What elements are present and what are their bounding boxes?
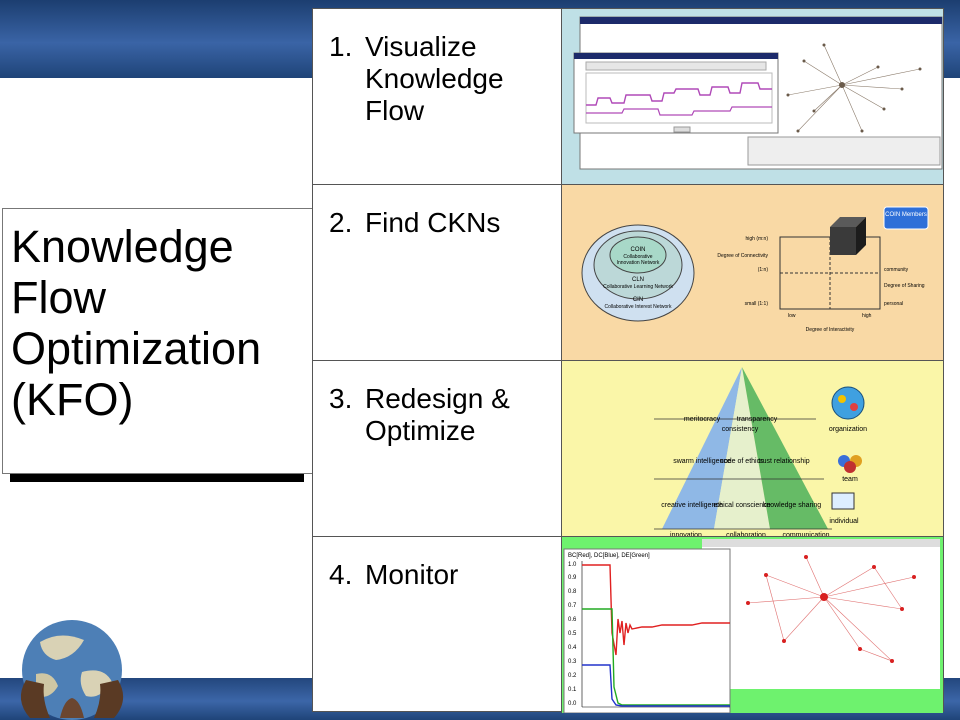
step-row-redesign: 3. Redesign & Optimize meritocracy trans… [313,361,943,537]
y-tick-label: 0.9 [568,575,577,581]
tick-label: low [788,313,796,319]
globe-hands-logo [20,620,124,720]
callout-text: COIN Members [885,212,927,218]
pyramid-base-label: collaboration [726,532,766,536]
step-number: 1. [329,31,353,62]
ckn-ellipse-label: Collaborative Interest Network [605,304,672,310]
coin-members-callout [883,206,929,230]
coin-cube [830,217,866,227]
bc-series-line [582,564,730,656]
axis-label: Degree of Sharing [884,283,925,289]
step-label: Redesign & Optimize [365,383,510,446]
step-cell: 1. Visualize Knowledge Flow [313,9,562,184]
ckn-ellipse-label: CLN [632,277,644,283]
pyramid-label: ethical conscience [713,502,770,509]
axis-label: Degree of Interactivity [806,327,855,333]
pyramid-base-label: communication [782,532,829,536]
step-number: 4. [329,559,353,590]
coin-ellipse [609,236,667,274]
pyramid-left-face [662,367,742,529]
pyramid-middle-face [714,367,770,529]
monitor-screenshot: BC[Red], DC[Blue], DE[Green] 1.0 0.9 0.8… [562,537,943,713]
tick-label: high [862,313,872,319]
y-tick-label: 0.6 [568,617,577,623]
title-box: Knowledge Flow Optimization (KFO) [2,208,316,474]
monitor-chart-panel [563,548,731,713]
individual-icon [831,492,855,510]
y-tick-label: 0.7 [568,603,577,609]
step-label: Find CKNs [365,207,501,238]
pyramid-label: creative intelligence [661,502,723,509]
pyramid-diagram: meritocracy transparency consistency swa… [562,361,943,536]
de-series-line [582,664,730,707]
y-tick-label: 0.4 [568,645,577,651]
step-cell: 3. Redesign & Optimize [313,361,562,536]
ckn-ellipse-label: Collaborative [623,254,652,260]
y-tick-label: 0.3 [568,659,577,665]
pyramid-label: trust relationship [758,458,809,465]
tick-label: high (m:n) [745,236,768,242]
dc-series-line [582,608,730,706]
step-label: Visualize Knowledge Flow [365,31,504,126]
step-number: 2. [329,207,353,238]
step-row-monitor: 4. Monitor [313,537,943,713]
pyramid-label: knowledge sharing [763,502,821,509]
y-tick-label: 0.8 [568,589,577,595]
axis-label: personal [884,301,903,307]
pyramid-label: consistency [722,426,759,433]
tick-label: (1:n) [758,267,769,273]
chart-legend: BC[Red], DC[Blue], DE[Green] [568,553,650,559]
y-tick-label: 0.1 [568,687,577,693]
step-number: 3. [329,383,353,414]
ckn-diagram: COIN Collaborative Innovation Network CL… [562,185,943,360]
pyramid-right-face [742,367,828,529]
axis-label: community [884,267,909,273]
knowledge-flow-screenshot [562,9,943,184]
level-label: team [842,476,858,483]
organization-icon [831,386,865,420]
ckn-ellipse-label: Innovation Network [617,260,660,266]
pyramid-label: meritocracy [684,416,721,423]
y-tick-label: 0.2 [568,673,577,679]
y-tick-label: 1.0 [568,562,577,568]
step-label: Monitor [365,559,459,590]
pyramid-base-label: innovation [670,532,702,536]
axis-label: Degree of Connectivity [717,253,768,259]
pyramid-label: code of ethics [720,458,764,465]
step-row-visualize: 1. Visualize Knowledge Flow [313,9,943,185]
ckn-ellipse-label: Collaborative Learning Network [603,284,673,290]
y-tick-label: 0.0 [568,701,577,707]
y-axis-ticks: 1.0 0.9 0.8 0.7 0.6 0.5 0.4 0.3 0.2 0.1 … [568,562,577,707]
title-text: Knowledge Flow Optimization (KFO) [11,221,262,425]
tick-label: small (1:1) [745,301,769,307]
ckn-ellipse-label: COIN [631,247,646,253]
steps-table: 1. Visualize Knowledge Flow [312,8,944,713]
step-cell: 4. Monitor [313,537,562,713]
y-tick-label: 0.5 [568,631,577,637]
pyramid-label: swarm intelligence [673,458,731,465]
step-row-find-ckns: 2. Find CKNs COIN Collaborative Innovati… [313,185,943,361]
step-cell: 2. Find CKNs [313,185,562,360]
pyramid-label: transparency [737,416,778,423]
level-label: organization [829,426,867,433]
ckn-ellipse-label: CIN [633,297,643,303]
level-label: individual [829,518,859,525]
